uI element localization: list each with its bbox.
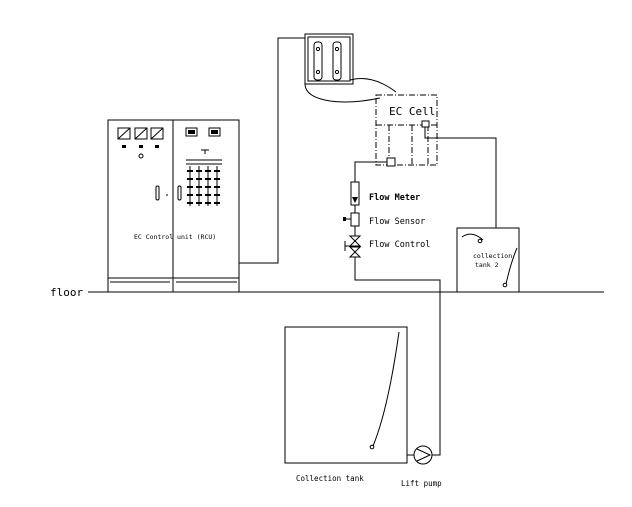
ec-control-unit	[107, 119, 240, 293]
control-unit-label: EC Control unit (RCU)	[134, 233, 216, 241]
flow-sensor-symbol	[343, 212, 360, 227]
flow-control-valve	[344, 235, 362, 258]
flow-sensor-label: Flow Sensor	[369, 217, 425, 227]
lift-pump	[413, 445, 433, 465]
flow-meter-symbol	[350, 181, 360, 206]
collection-tank	[284, 326, 414, 464]
display-panels	[185, 127, 221, 154]
ec-cell-label: EC Cell	[389, 105, 435, 118]
flow-control-label: Flow Control	[369, 240, 430, 250]
floor-label: floor	[50, 286, 83, 299]
collection-tank-label: Collection tank	[296, 474, 364, 483]
lift-pump-label: Lift pump	[401, 479, 442, 488]
ec-cell	[375, 94, 438, 167]
flow-meter-label: Flow Meter	[369, 193, 420, 203]
control-cable	[239, 37, 305, 264]
collection-tank-2	[456, 227, 520, 293]
collection-tank-2-label-line2: tank 2	[475, 261, 499, 269]
meter-gauges	[117, 127, 164, 159]
power-module	[304, 33, 397, 103]
door-handles	[155, 185, 182, 201]
outlet-pipe	[424, 127, 497, 228]
collection-tank-2-label-line1: collection	[473, 252, 512, 260]
control-switches	[186, 159, 222, 206]
inlet-pipe	[354, 161, 441, 456]
